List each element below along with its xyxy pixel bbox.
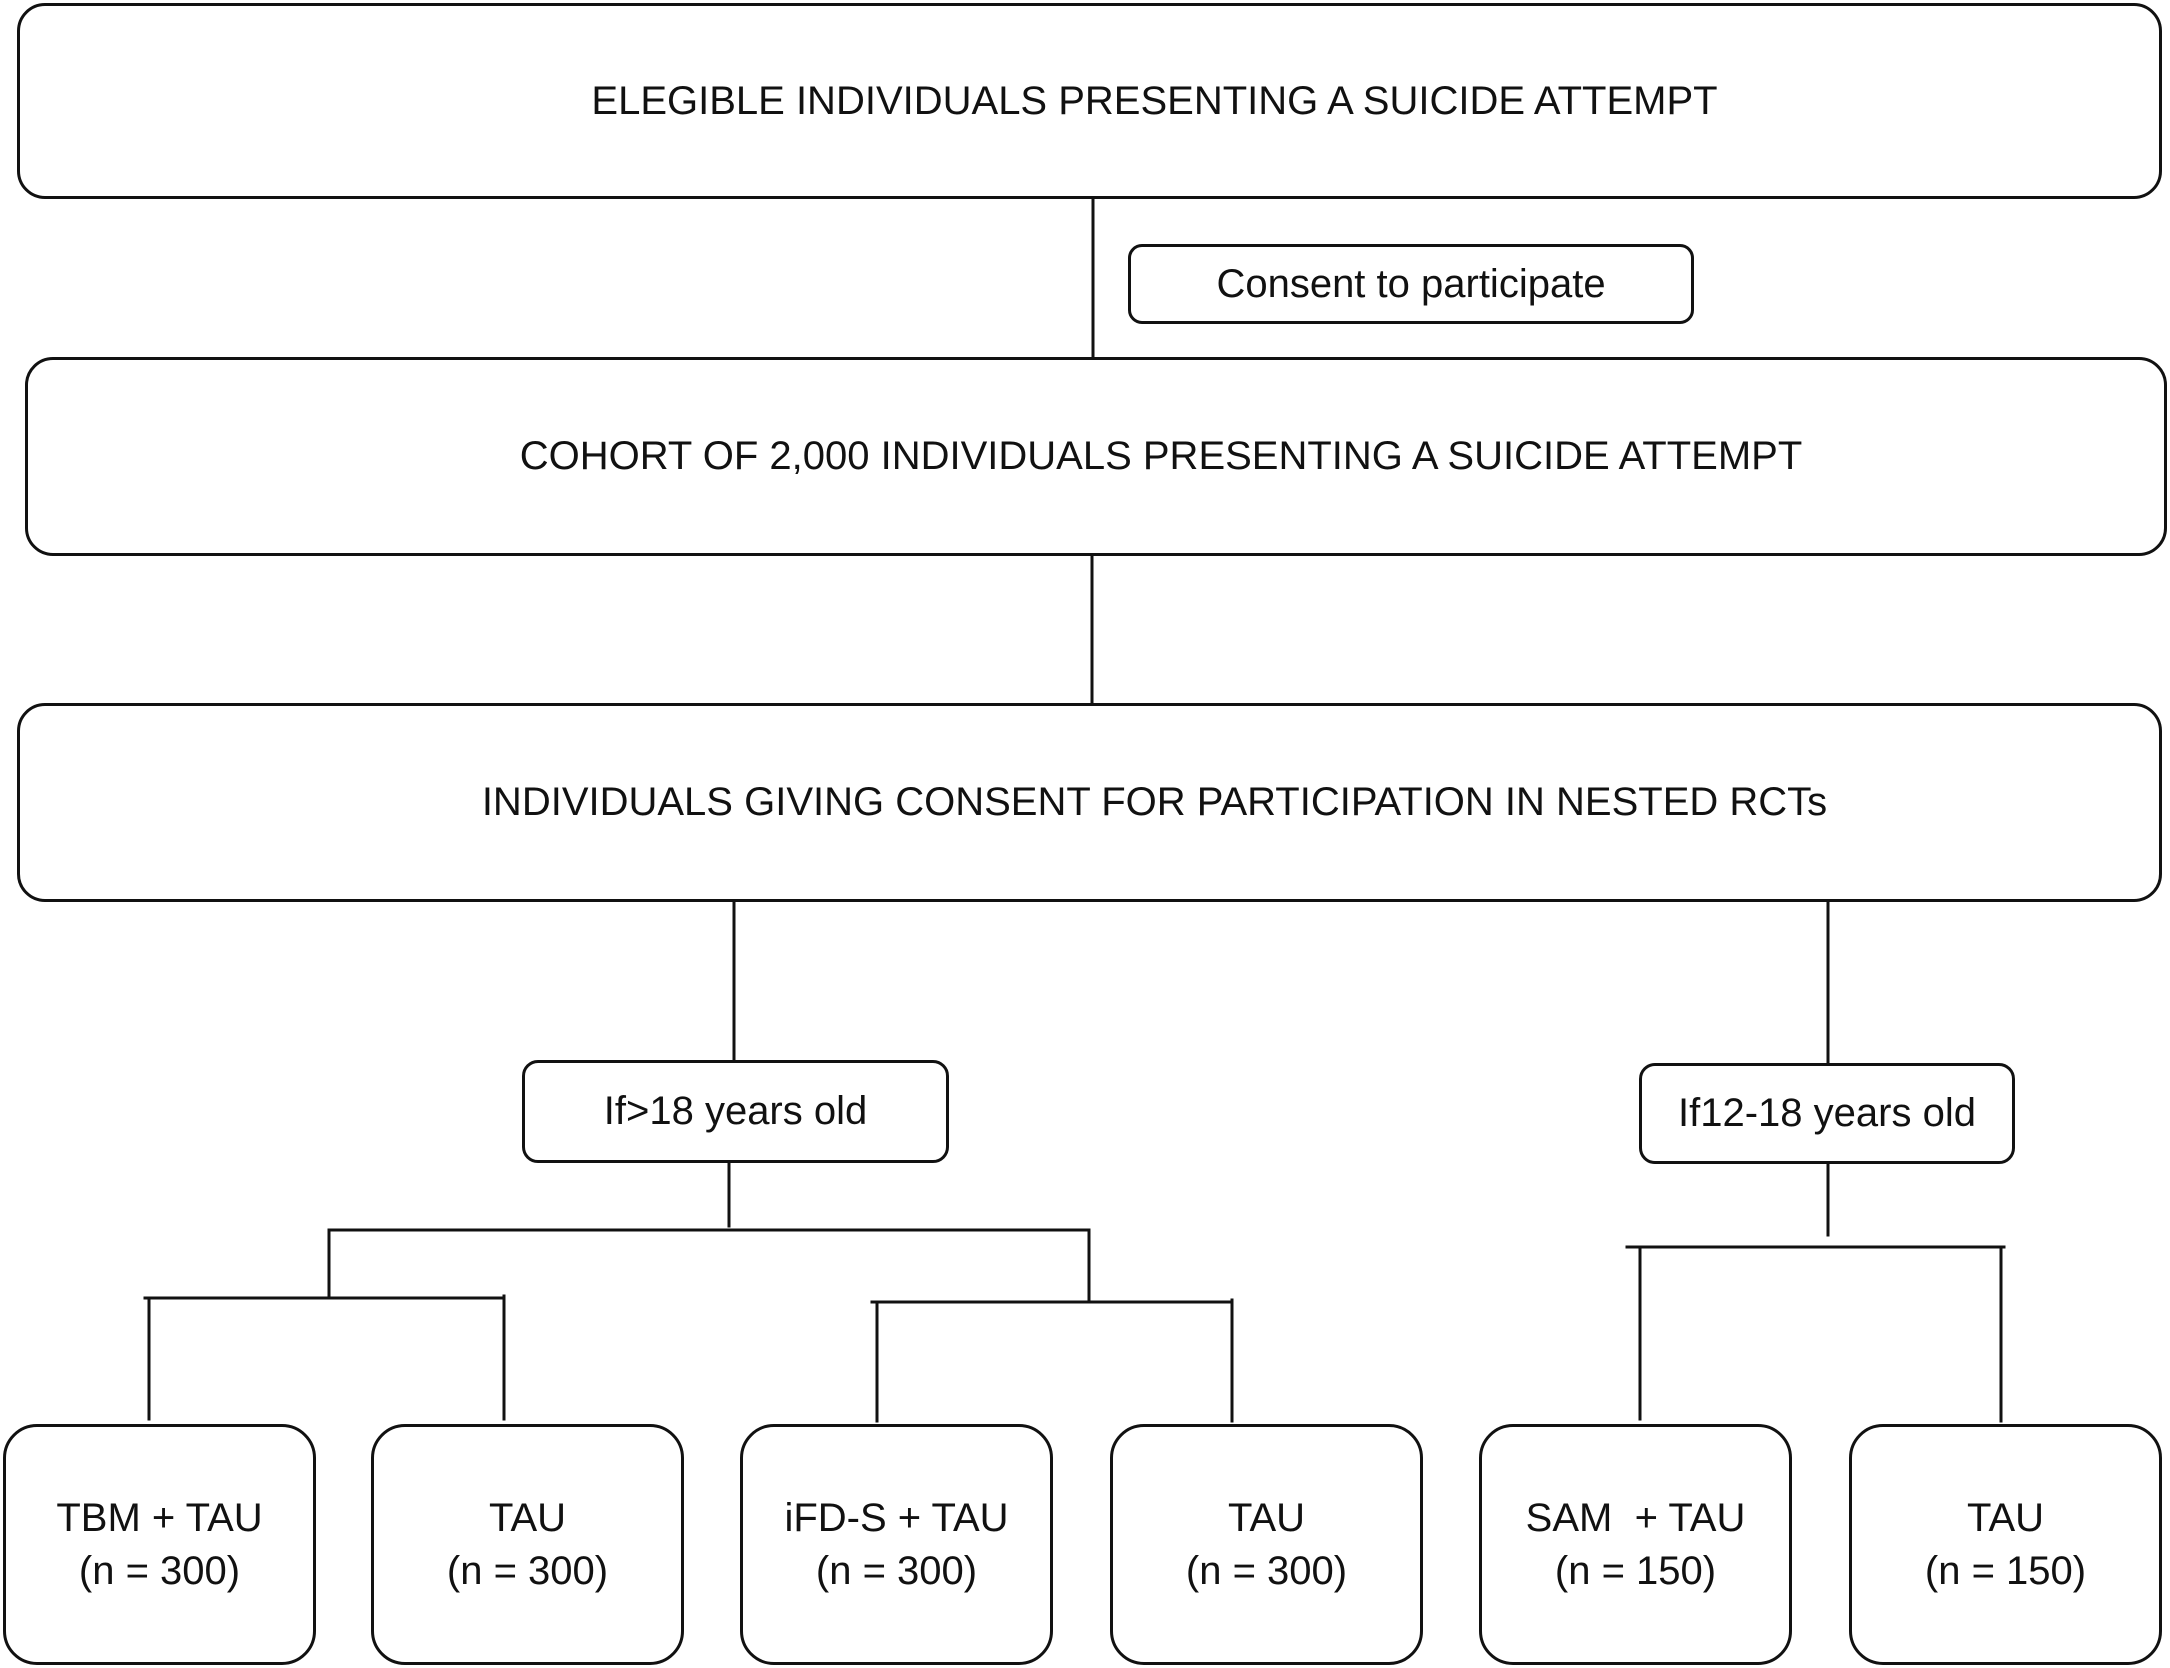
arm-sample-size: (n = 300) bbox=[78, 1548, 241, 1593]
arm-sample-size: (n = 300) bbox=[815, 1548, 978, 1593]
adolescent-branch-box: If12-18 years old bbox=[1639, 1063, 2015, 1164]
adult-branch-label: If>18 years old bbox=[603, 1089, 868, 1133]
consent-label: Consent to participate bbox=[1216, 261, 1606, 306]
nested-rct-consent-box: INDIVIDUALS GIVING CONSENT FOR PARTICIPA… bbox=[17, 703, 2162, 902]
eligible-individuals-label: ELEGIBLE INDIVIDUALS PRESENTING A SUICID… bbox=[591, 78, 1718, 123]
arm-label: TAU bbox=[1227, 1495, 1306, 1540]
arm-label: SAM + TAU bbox=[1525, 1495, 1746, 1540]
adult-branch-box: If>18 years old bbox=[522, 1060, 949, 1163]
arm-tau-box-2: TAU (n = 300) bbox=[1110, 1424, 1423, 1665]
adolescent-branch-label: If12-18 years old bbox=[1678, 1091, 1976, 1135]
arm-sample-size: (n = 300) bbox=[1185, 1548, 1348, 1593]
arm-tau-box-1: TAU (n = 300) bbox=[371, 1424, 684, 1665]
cohort-label: COHORT OF 2,000 INDIVIDUALS PRESENTING A… bbox=[519, 434, 1803, 478]
arm-label: TBM + TAU bbox=[56, 1495, 263, 1540]
arm-tau-box-3: TAU (n = 150) bbox=[1849, 1424, 2162, 1665]
arm-sample-size: (n = 150) bbox=[1554, 1548, 1717, 1593]
arm-sam-tau-box: SAM + TAU (n = 150) bbox=[1479, 1424, 1792, 1665]
cohort-box: COHORT OF 2,000 INDIVIDUALS PRESENTING A… bbox=[25, 357, 2167, 556]
arm-sample-size: (n = 150) bbox=[1924, 1548, 2087, 1593]
arm-label: iFD-S + TAU bbox=[784, 1495, 1009, 1540]
arm-tbm-tau-box: TBM + TAU (n = 300) bbox=[3, 1424, 316, 1665]
arm-label: TAU bbox=[488, 1495, 567, 1540]
consent-box: Consent to participate bbox=[1128, 244, 1694, 324]
arm-sample-size: (n = 300) bbox=[446, 1548, 609, 1593]
arm-ifds-tau-box: iFD-S + TAU (n = 300) bbox=[740, 1424, 1053, 1665]
eligible-individuals-box: ELEGIBLE INDIVIDUALS PRESENTING A SUICID… bbox=[17, 3, 2162, 199]
arm-label: TAU bbox=[1966, 1495, 2045, 1540]
nested-rct-consent-label: INDIVIDUALS GIVING CONSENT FOR PARTICIPA… bbox=[481, 780, 1828, 824]
